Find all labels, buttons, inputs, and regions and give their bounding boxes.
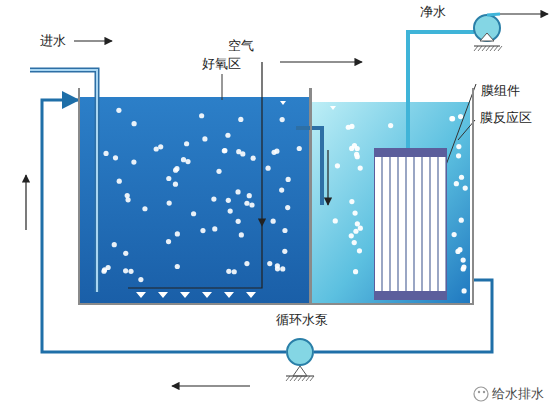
flow-label: 进水	[40, 33, 66, 48]
permeate-pipe	[408, 32, 474, 148]
node-label: 膜组件	[481, 83, 520, 98]
inlet-arrow	[74, 40, 112, 41]
return-arrow	[25, 175, 26, 230]
aerobic-tank: 好氧区	[78, 88, 312, 305]
leader-line	[446, 84, 476, 165]
air-header	[128, 226, 262, 288]
watermark-icon	[478, 391, 480, 393]
pump-base	[293, 366, 307, 376]
flow-label: 空气	[228, 38, 254, 53]
flow-label: 净水	[420, 4, 446, 19]
watermark-icon	[474, 387, 488, 401]
diffusers	[136, 292, 256, 298]
node-label: 循环水泵	[276, 312, 328, 327]
watermark: 给水排水	[492, 386, 544, 401]
membrane-tank: 膜反应区膜组件	[310, 88, 474, 305]
pump-base	[480, 33, 494, 41]
aerobic-water	[80, 97, 310, 303]
ground-hatch	[286, 376, 314, 381]
watermark-icon	[483, 391, 485, 393]
ground-hatch	[474, 46, 502, 51]
node-label: 好氧区	[202, 56, 241, 71]
inlet-pipe	[30, 70, 97, 292]
air-arrow	[280, 61, 362, 62]
node-label: 膜反应区	[480, 110, 532, 125]
suction-pump	[474, 15, 500, 41]
overflow-arrow	[327, 150, 328, 205]
circulation-pump: 循环水泵	[286, 338, 314, 366]
overflow-pipe	[296, 128, 322, 205]
outlet-pipe	[487, 14, 500, 15]
return-arrow	[172, 385, 250, 386]
inlet-pipe-inner	[30, 70, 97, 292]
water-level	[280, 101, 336, 110]
outlet-arrow	[500, 13, 548, 14]
membrane-water	[312, 102, 470, 303]
air-pipe	[261, 62, 262, 226]
membrane-module: 膜组件	[374, 148, 447, 300]
leader-line	[222, 74, 223, 100]
